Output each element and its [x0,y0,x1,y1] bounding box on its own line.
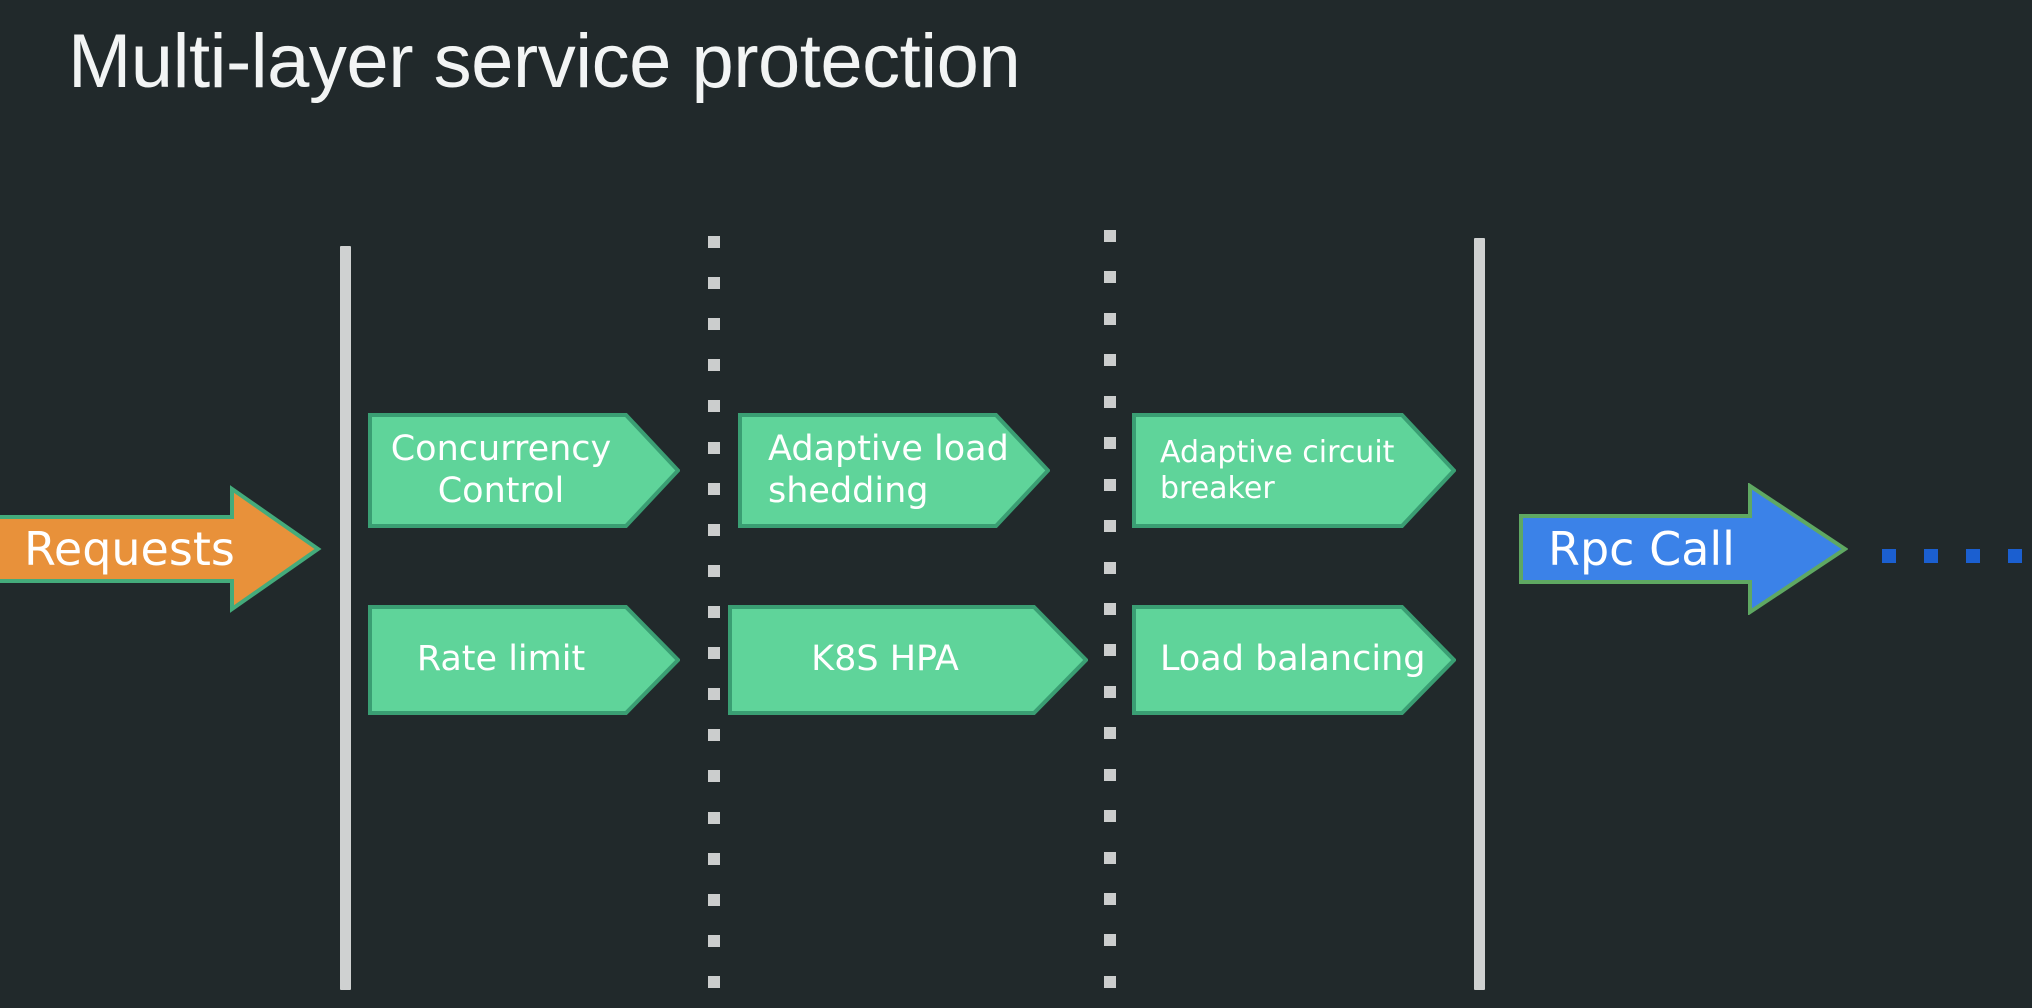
divider-stage-1 [708,236,720,988]
divider-right-boundary [1474,238,1485,990]
trailing-dot [2008,549,2022,563]
stage-1-bottom-chevron: Rate limit [368,605,680,715]
trailing-dot [1882,549,1896,563]
rpc-call-arrow: Rpc Call [1518,483,1848,615]
divider-dot [708,975,720,988]
divider-dot [1104,893,1116,905]
divider-stage-2 [1104,230,1116,988]
chevron-shape-icon [1132,413,1456,528]
divider-dot [1104,354,1116,367]
rpc-call-label: Rpc Call [1548,521,1735,576]
divider-dot [708,893,720,906]
divider-dot [1104,478,1116,491]
trailing-dot [1924,549,1938,563]
divider-dot [708,852,720,865]
divider-dot [708,236,720,248]
stage-3-top-chevron: Adaptive circuit breaker [1132,413,1456,528]
stage-1-top-label: Concurrency Control [390,429,612,511]
requests-arrow: Requests [0,485,322,613]
divider-dot [708,729,720,742]
divider-dot [1104,685,1116,698]
divider-dot [708,934,720,947]
divider-dot [708,811,720,824]
stage-3-bottom-chevron: Load balancing [1132,605,1456,715]
chevron-shape-icon [738,413,1050,528]
trailing-dots [1882,549,2022,563]
divider-dot [1104,810,1116,823]
divider-dot [1104,312,1116,325]
divider-dot [1104,437,1116,450]
stage-3-top-label: Adaptive circuit breaker [1160,435,1395,506]
chevron-shape-icon [368,605,680,715]
divider-dot [708,647,720,660]
divider-dot [1104,230,1116,242]
chevron-shape-icon [728,605,1088,715]
stage-3-bottom-label: Load balancing [1160,639,1426,680]
divider-dot [1104,851,1116,864]
requests-label: Requests [24,521,235,576]
stage-2-top-label: Adaptive load shedding [768,429,1009,511]
divider-dot [708,688,720,701]
stage-2-bottom-chevron: K8S HPA [728,605,1088,715]
arrow-shape-icon [1519,483,1848,615]
divider-dot [708,359,720,372]
divider-dot [1104,561,1116,574]
stage-2-bottom-label: K8S HPA [811,639,959,680]
divider-left-boundary [340,246,351,990]
divider-dot [708,770,720,783]
divider-dot [708,277,720,290]
trailing-dot [1966,549,1980,563]
divider-dot [708,441,720,454]
divider-dot [708,318,720,331]
divider-dot [1104,934,1116,947]
divider-dot [708,482,720,495]
chevron-shape-icon [368,413,680,528]
divider-dot [708,564,720,577]
divider-dot [1104,727,1116,740]
stage-2-top-chevron: Adaptive load shedding [738,413,1050,528]
divider-dot [1104,644,1116,657]
divider-dot [1104,768,1116,781]
divider-dot [1104,602,1116,615]
divider-dot [708,400,720,413]
stage-1-top-chevron: Concurrency Control [368,413,680,528]
arrow-shape-icon [0,485,322,613]
divider-dot [1104,975,1116,988]
page-title: Multi-layer service protection [68,19,1021,104]
divider-dot [708,523,720,536]
divider-dot [1104,271,1116,284]
divider-dot [1104,395,1116,408]
chevron-shape-icon [1132,605,1456,715]
divider-dot [708,605,720,618]
divider-dot [1104,520,1116,533]
stage-1-bottom-label: Rate limit [416,639,586,680]
